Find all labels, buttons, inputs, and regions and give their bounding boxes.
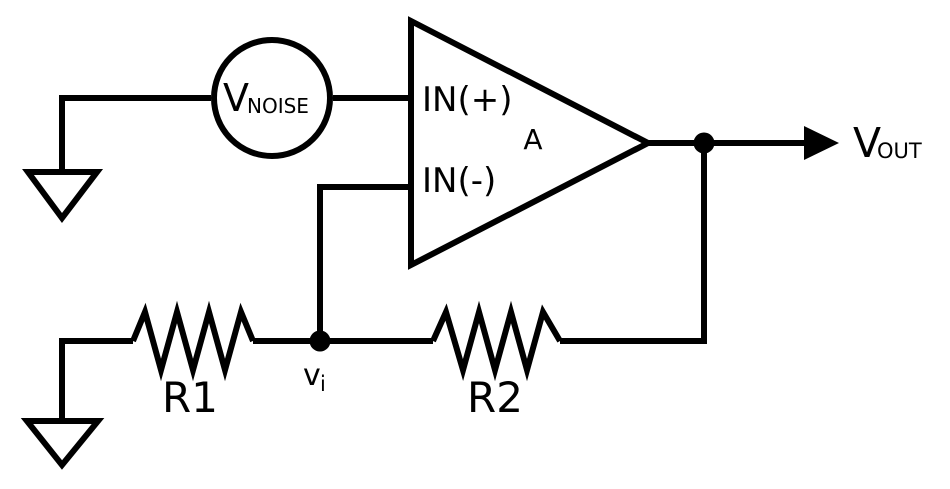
wire-output-to-r2 <box>560 143 707 344</box>
output-arrow-icon <box>804 126 839 160</box>
resistor-r1-zigzag-icon <box>130 300 320 382</box>
vi-node-label-subscript: i <box>320 372 326 396</box>
opamp-gain-label: A <box>523 123 542 156</box>
resistor-r1-label: R1 <box>162 373 218 422</box>
resistor-r2-label: R2 <box>467 373 523 422</box>
noise-source-label: V <box>223 76 249 120</box>
noise-source-label-subscript: NOISE <box>247 94 309 118</box>
vi-node-label: v <box>303 358 321 393</box>
output-net: V OUT <box>560 119 922 344</box>
ground-icon <box>22 169 104 224</box>
voltage-source-circle <box>211 37 333 159</box>
opamp-in-neg-label: IN(-) <box>422 161 496 201</box>
ground-icon <box>20 418 105 470</box>
resistor-r1: R1 <box>130 300 320 422</box>
noise-source: V NOISE <box>211 37 333 159</box>
ground-branch-bottom <box>20 338 133 470</box>
wire-noise-source-to-ground <box>59 95 211 172</box>
resistor-r2: R2 <box>430 300 563 422</box>
opamp: IN(+) A IN(-) <box>408 16 655 270</box>
ground-branch-top <box>22 95 211 224</box>
wire-in-neg-to-vi-node <box>317 184 411 341</box>
output-label-subscript: OUT <box>877 139 922 163</box>
opamp-in-pos-label: IN(+) <box>422 80 512 120</box>
resistor-r2-zigzag-icon <box>430 300 563 382</box>
wire-r1-to-ground <box>59 338 133 421</box>
output-label: V <box>853 119 881 167</box>
opamp-triangle <box>408 16 655 270</box>
